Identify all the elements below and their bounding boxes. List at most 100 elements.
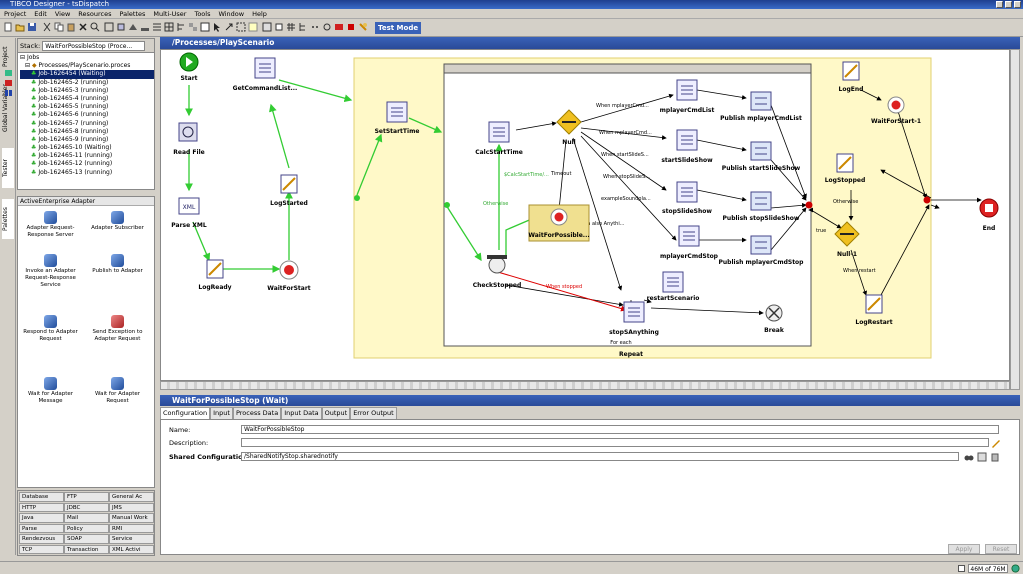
transition-icon[interactable] (224, 22, 234, 32)
menu-tools[interactable]: Tools (194, 10, 211, 18)
node-wait-for-start[interactable]: WaitForStart (267, 260, 311, 292)
node-break[interactable]: Break (764, 304, 785, 334)
cut-icon[interactable] (42, 22, 52, 32)
tree-row-job[interactable]: ♣ Job-162465-11 (running) (31, 152, 113, 160)
pointer-icon[interactable] (212, 22, 222, 32)
goto-icon[interactable] (977, 452, 987, 462)
menu-project[interactable]: Project (4, 10, 27, 18)
down-icon[interactable] (140, 22, 150, 32)
node-check-stopped[interactable]: CheckStopped (473, 255, 522, 289)
delete-icon[interactable] (78, 22, 88, 32)
menu-palettes[interactable]: Palettes (119, 10, 146, 18)
category-general[interactable]: General Ac (109, 492, 154, 502)
category-rmi[interactable]: RMI (109, 523, 154, 533)
node-set-start-time[interactable]: SetStartTime (375, 101, 420, 135)
new-icon[interactable] (3, 22, 13, 32)
tab-configuration[interactable]: Configuration (160, 407, 211, 419)
node-publish-stop-slide-show[interactable]: Publish stopSlideShow (723, 191, 800, 222)
node-start-slide-show[interactable]: startSlideShow (661, 129, 713, 164)
tree-row-process[interactable]: ⊟ ◆ Processes/PlayScenario.proces (25, 62, 131, 70)
grid-view-icon[interactable] (286, 22, 296, 32)
paste-icon[interactable] (66, 22, 76, 32)
tab-process-data[interactable]: Process Data (232, 407, 282, 419)
search-icon[interactable] (90, 22, 100, 32)
node-log-stopped[interactable]: LogStopped (825, 153, 866, 184)
category-jdbc[interactable]: JDBC (64, 502, 109, 512)
category-manual-work[interactable]: Manual Work (109, 513, 154, 523)
category-mail[interactable]: Mail (64, 513, 109, 523)
category-http[interactable]: HTTP (19, 502, 64, 512)
tree-row-job[interactable]: ♣ Job-162465-3 (running) (31, 86, 109, 94)
tree-view-icon[interactable] (298, 22, 308, 32)
align-icon[interactable] (176, 22, 186, 32)
tab-tester[interactable]: Tester (2, 148, 14, 188)
process-tab[interactable]: /Processes/PlayScenario (160, 37, 1020, 49)
tree-row-jobs[interactable]: ⊟ Jobs (20, 54, 40, 61)
gc-checkbox[interactable] (958, 565, 965, 572)
tab-palettes[interactable]: Palettes (2, 199, 14, 239)
stop-icon[interactable] (346, 22, 356, 32)
stack-select[interactable]: WaitForPossibleStop (Proce... (42, 41, 146, 51)
tab-error-output[interactable]: Error Output (350, 407, 397, 419)
palette-item[interactable]: Wait for Adapter Message (23, 377, 78, 405)
tab-output[interactable]: Output (321, 407, 351, 419)
tree-row-job[interactable]: ♣ Job-162465-4 (running) (31, 94, 109, 102)
up-icon[interactable] (128, 22, 138, 32)
tree-row-job[interactable]: ♣ Job-162465-6 (running) (31, 111, 109, 119)
tab-input-data[interactable]: Input Data (281, 407, 322, 419)
dots-icon[interactable] (310, 22, 320, 32)
category-transaction[interactable]: Transaction (64, 544, 109, 554)
tree-row-job[interactable]: ♣ Job-162465-8 (running) (31, 127, 109, 135)
step-icon[interactable] (262, 22, 272, 32)
tree-row-job[interactable]: ♣ Job-162465-13 (running) (31, 168, 113, 176)
node-null[interactable]: Null (556, 109, 582, 146)
vertical-scrollbar[interactable] (1010, 49, 1020, 390)
category-rendezvous[interactable]: Rendezvous (19, 534, 64, 544)
name-field[interactable]: WaitForPossibleStop (241, 425, 999, 434)
tree-row-job[interactable]: ♣ Job-162465-12 (running) (31, 160, 113, 168)
gc-icon[interactable] (1011, 564, 1020, 573)
node-end[interactable]: End (979, 198, 999, 232)
node-read-file[interactable]: Read File (173, 122, 205, 156)
restore-icon[interactable] (274, 22, 284, 32)
node-calc-start-time[interactable]: CalcStartTime (475, 121, 523, 156)
node-get-command-list[interactable]: GetCommandList... (233, 57, 298, 92)
pause-icon[interactable] (5, 90, 8, 96)
group-icon[interactable] (236, 22, 246, 32)
node-mplayer-cmd-stop[interactable]: mplayerCmdStop (660, 225, 719, 260)
tree-row-job[interactable]: ♣ Job-162465-7 (running) (31, 119, 109, 127)
node-log-started[interactable]: LogStarted (270, 174, 308, 207)
tree-row-job[interactable]: ♣ Job-162465-2 (running) (31, 78, 109, 86)
clear-icon[interactable] (990, 452, 1000, 462)
node-publish-start-slide-show[interactable]: Publish startSlideShow (722, 141, 801, 172)
breakpoint-icon[interactable] (334, 22, 344, 32)
node-log-end[interactable]: LogEnd (839, 61, 864, 93)
category-parse[interactable]: Parse (19, 523, 64, 533)
node-publish-mplayer-cmd-stop[interactable]: Publish mplayerCmdStop (719, 235, 805, 266)
edit-icon[interactable] (991, 438, 1001, 448)
palette-item[interactable]: Wait for Adapter Request (90, 377, 145, 405)
category-ftp[interactable]: FTP (64, 492, 109, 502)
category-jms[interactable]: JMS (109, 502, 154, 512)
palette-item[interactable]: Adapter Request-Response Server (23, 211, 78, 239)
apply-button[interactable]: Apply (948, 544, 980, 554)
grid-icon[interactable] (164, 22, 174, 32)
note-icon[interactable] (248, 22, 258, 32)
tester-icon[interactable] (358, 22, 368, 32)
process-canvas[interactable]: Repeat For each (160, 49, 1010, 381)
menu-resources[interactable]: Resources (78, 10, 112, 18)
reset-button[interactable]: Reset (985, 544, 1017, 554)
menu-window[interactable]: Window (218, 10, 245, 18)
menu-multi-user[interactable]: Multi-User (153, 10, 187, 18)
tree-row-job[interactable]: ♣ Job-162465-9 (running) (31, 135, 109, 143)
list-icon[interactable] (152, 22, 162, 32)
node-stop-slide-show[interactable]: stopSlideShow (662, 181, 712, 215)
open-icon[interactable] (15, 22, 25, 32)
stop-icon[interactable] (5, 80, 12, 86)
tree-row-job[interactable]: ♣ Job-162465-5 (running) (31, 103, 109, 111)
tree-row-job[interactable]: ♣ Job-162465-10 (Waiting) (31, 144, 112, 152)
close-button[interactable] (1014, 1, 1021, 8)
copy-icon[interactable] (54, 22, 64, 32)
play-icon[interactable] (5, 70, 12, 76)
node-wait-for-start-1[interactable]: WaitForStart-1 (871, 96, 921, 125)
